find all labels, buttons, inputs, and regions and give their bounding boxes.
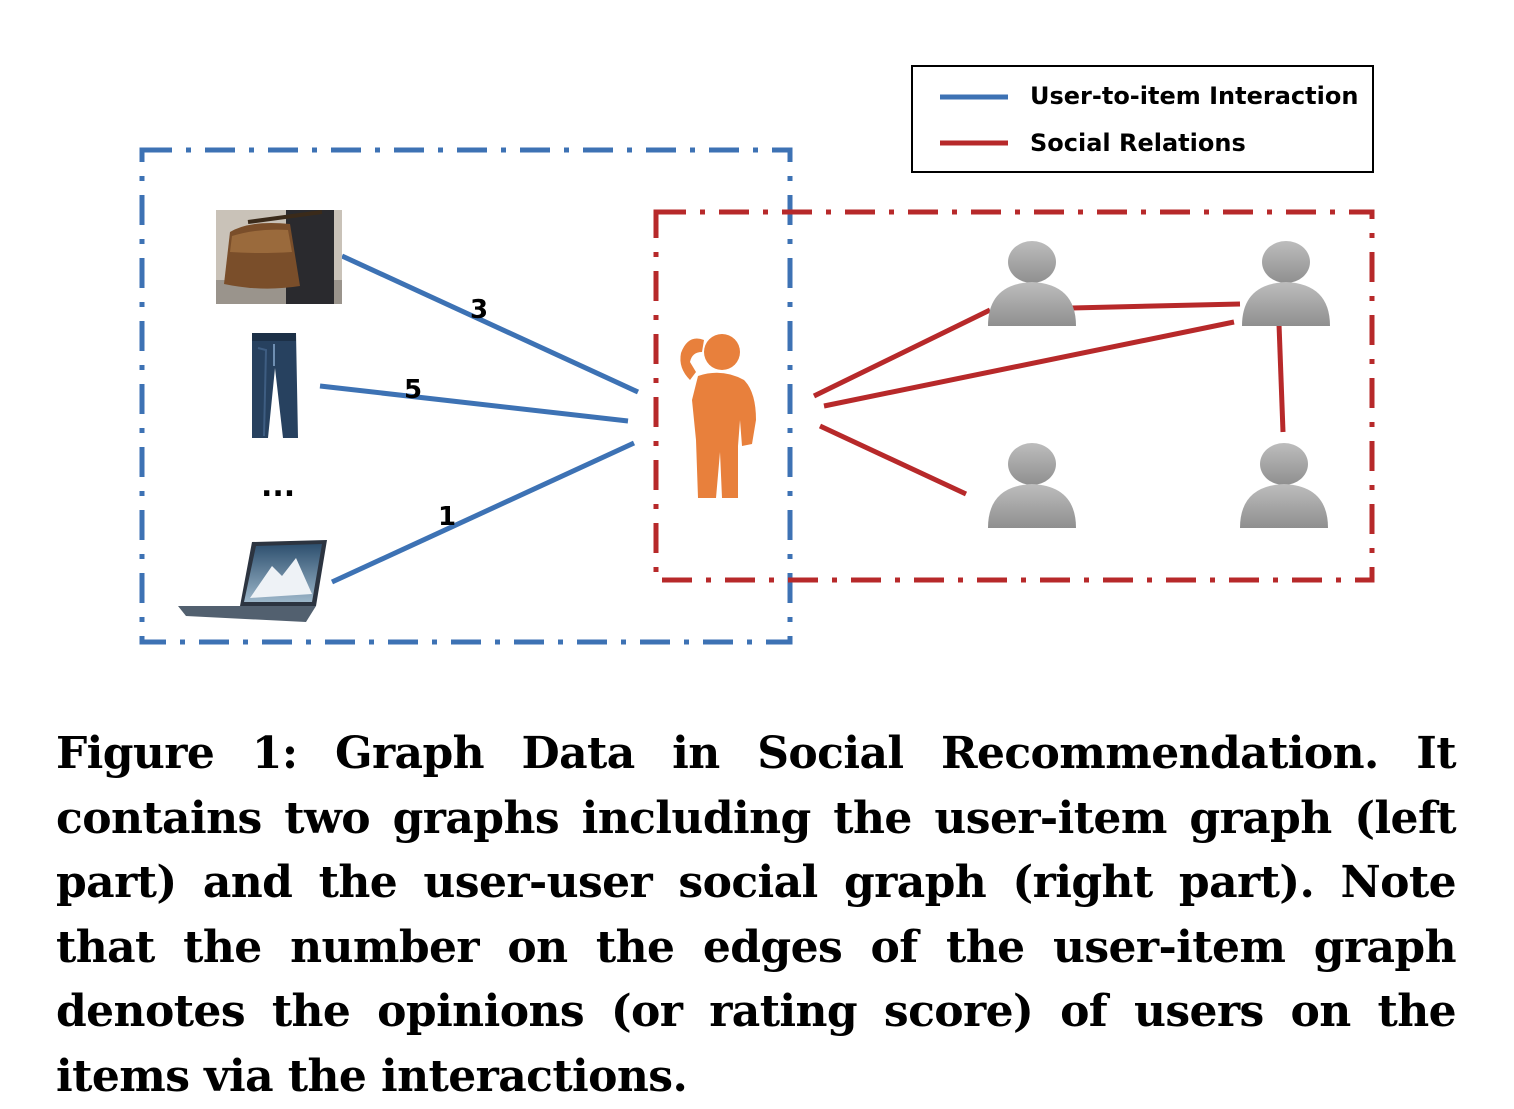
edge-rating-jeans: 5 bbox=[404, 375, 422, 405]
item-laptop-photo bbox=[178, 540, 327, 622]
friend-user-icon-2 bbox=[1242, 241, 1330, 326]
friend-user-icon-4 bbox=[1240, 443, 1328, 528]
social-edges bbox=[812, 301, 1286, 497]
legend-label-interaction: User-to-item Interaction bbox=[1030, 82, 1358, 110]
figure-caption: Figure 1: Graph Data in Social Recommend… bbox=[56, 728, 1457, 1102]
edge-rating-bag: 3 bbox=[470, 295, 488, 325]
edge-friend1-friend2 bbox=[1071, 301, 1241, 311]
item-jeans-photo bbox=[252, 333, 298, 438]
edge-jeans-user bbox=[319, 383, 629, 424]
edge-laptop-user bbox=[330, 440, 636, 585]
item-bag-photo bbox=[216, 210, 342, 304]
user-item-edges: 3 5 1 bbox=[319, 253, 640, 585]
edge-user-friend2 bbox=[823, 319, 1235, 409]
edge-bag-user bbox=[340, 253, 640, 395]
social-graph-boundary bbox=[653, 209, 1375, 583]
edge-user-friend3 bbox=[818, 423, 968, 497]
edge-rating-laptop: 1 bbox=[438, 502, 456, 532]
friend-user-icon-3 bbox=[988, 443, 1076, 528]
friend-user-icon-1 bbox=[988, 241, 1076, 326]
legend: User-to-item Interaction Social Relation… bbox=[911, 65, 1374, 173]
social-recommendation-diagram: User-to-item Interaction Social Relation… bbox=[139, 65, 1375, 645]
legend-label-social: Social Relations bbox=[1030, 129, 1246, 157]
legend-box bbox=[911, 65, 1374, 173]
user-item-graph-boundary bbox=[139, 147, 793, 645]
items-ellipsis: ... bbox=[261, 469, 295, 504]
edge-friend2-friend4 bbox=[1276, 323, 1286, 433]
edge-user-friend1 bbox=[812, 307, 992, 399]
center-user-icon bbox=[680, 334, 756, 498]
